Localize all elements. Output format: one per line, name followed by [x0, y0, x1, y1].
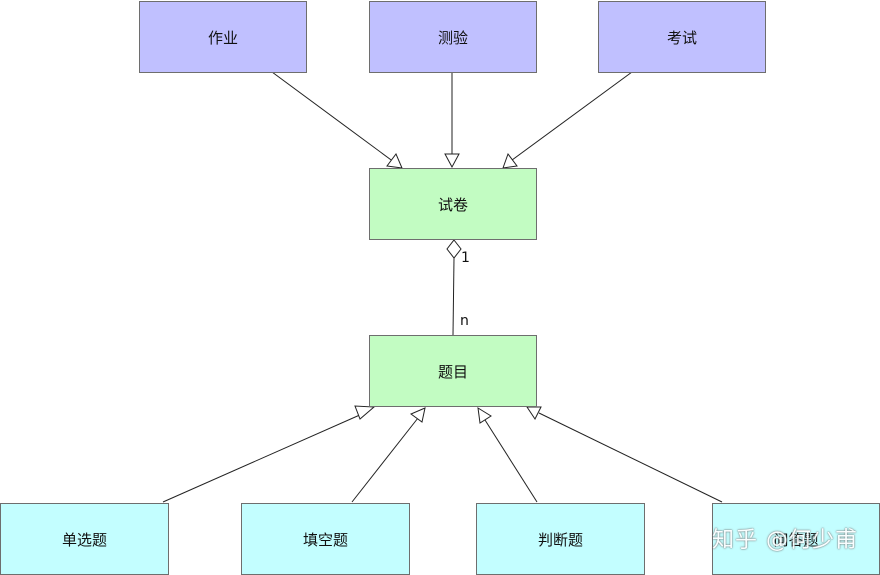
node-exam: 考试 [598, 1, 766, 73]
node-exam-label: 考试 [666, 28, 697, 47]
node-homework-label: 作业 [207, 28, 238, 47]
node-qa-label: 问答题 [773, 530, 819, 549]
inherit-arrow-qa [526, 406, 542, 420]
node-qa: 问答题 [712, 503, 880, 575]
node-question-label: 题目 [437, 362, 468, 381]
aggregation-diamond [446, 239, 462, 259]
inherit-arrow-tf [477, 407, 492, 424]
inherit-arrow-exam [502, 152, 518, 169]
edge-homework-paper [271, 71, 399, 166]
node-paper-label: 试卷 [437, 195, 468, 214]
inherit-arrow-quiz [444, 153, 460, 169]
node-fill-blank: 填空题 [241, 503, 410, 575]
edge-single-question [162, 413, 363, 503]
node-single-choice-label: 单选题 [61, 530, 107, 549]
node-quiz: 测验 [369, 1, 537, 73]
node-fill-blank-label: 填空题 [302, 530, 348, 549]
edge-fill-question [351, 417, 419, 503]
inherit-arrow-fill [409, 407, 426, 423]
node-question: 题目 [369, 335, 537, 407]
inherit-arrow-single [354, 405, 376, 420]
node-single-choice: 单选题 [0, 503, 169, 575]
multiplicity-paper-end: 1 [461, 250, 470, 266]
edge-exam-paper [507, 71, 633, 164]
edge-paper-question [452, 257, 455, 336]
multiplicity-question-end: n [460, 313, 469, 329]
node-true-false-label: 判断题 [537, 530, 583, 549]
node-quiz-label: 测验 [437, 28, 468, 47]
watermark: 知乎 @何少甫 [712, 528, 858, 553]
node-paper: 试卷 [369, 168, 537, 240]
node-true-false: 判断题 [476, 503, 645, 575]
inherit-arrow-homework [386, 153, 403, 169]
edge-qa-question [538, 412, 723, 503]
edge-tf-question [484, 419, 538, 503]
node-homework: 作业 [139, 1, 307, 73]
